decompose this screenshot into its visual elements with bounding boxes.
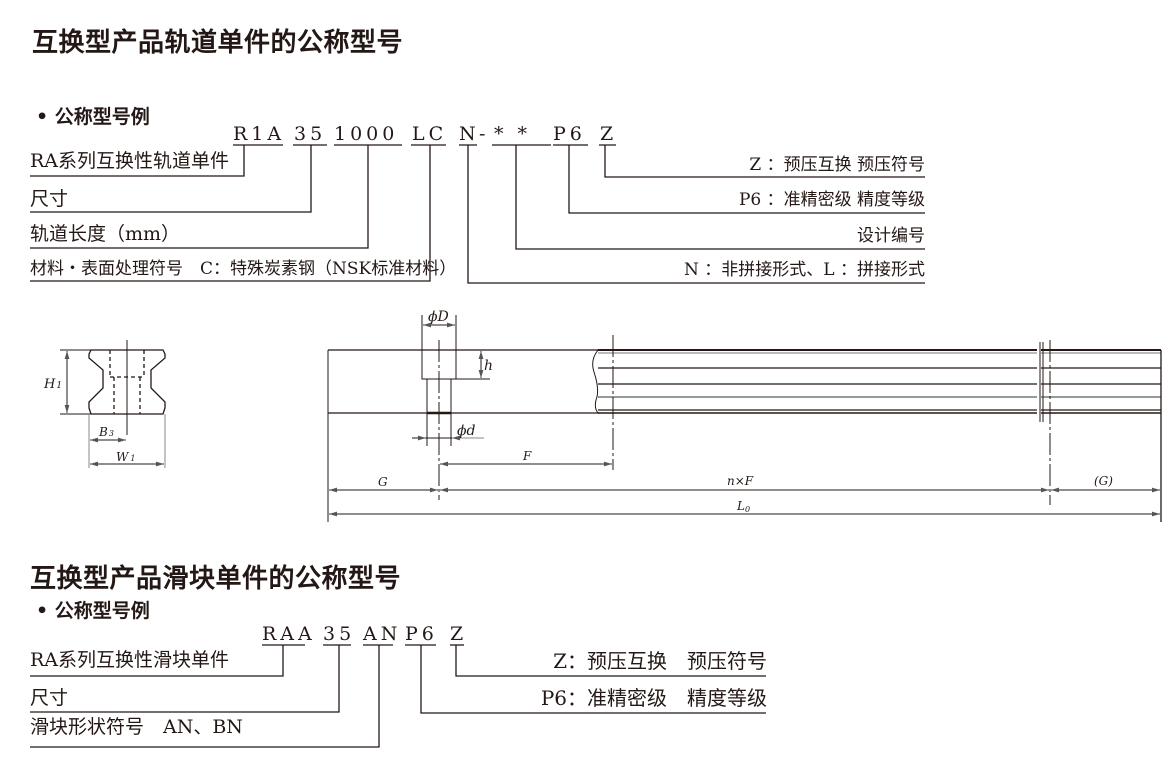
leader-block-size: [30, 645, 340, 713]
rail-code-series: R1A: [233, 123, 286, 145]
dim-label-G: G: [378, 475, 388, 489]
dim-label-F: F: [522, 449, 532, 463]
leader-accuracy: [568, 145, 925, 214]
rail-example-label: • 公称型号例: [36, 106, 150, 128]
rail-code-material: LC: [412, 123, 448, 145]
dim-label-phid: ϕd: [457, 423, 476, 439]
leader-block-series: [30, 645, 284, 677]
block-label-preload: Z：预压互换 预压符号: [553, 649, 767, 673]
rail-label-accuracy: P6 ：准精密级 精度等级: [738, 190, 925, 210]
leader-block-accuracy: [420, 645, 766, 714]
rail-label-length: 轨道长度（mm）: [30, 223, 181, 245]
rail-profile: [88, 349, 166, 415]
rail-label-material: 材料・表面处理符号 C：特殊炭素钢（NSK标准材料）: [30, 259, 457, 279]
rail-label-joint: N ：非拼接形式、L ：拼接形式: [684, 260, 925, 280]
block-label-size: 尺寸: [30, 687, 69, 709]
dim-label-G-paren: (G): [1094, 474, 1113, 488]
block-code-leaders: [30, 644, 766, 748]
leader-length: [30, 145, 369, 249]
block-code-preload: Z: [450, 623, 468, 645]
dim-label-H1: H1: [43, 377, 62, 392]
dim-label-nF: n×F: [727, 474, 754, 488]
dim-label-B3: B3: [98, 425, 114, 439]
block-label-shape: 滑块形状符号 AN、BN: [30, 716, 243, 738]
leader-joint: [467, 145, 925, 284]
dim-label-L0: L0: [736, 499, 750, 514]
rail-code-dash: -: [479, 123, 490, 145]
rail-code-joint: N: [459, 123, 480, 145]
rail-section-title: 互换型产品轨道单件的公称型号: [32, 28, 404, 58]
leader-size: [30, 145, 312, 213]
leader-design: [515, 145, 925, 250]
block-label-accuracy: P6：准精密级 精度等级: [540, 686, 767, 710]
rail-label-size: 尺寸: [30, 188, 69, 210]
leader-preload: [604, 145, 925, 178]
block-example-label: • 公称型号例: [36, 600, 150, 622]
rail-label-preload: Z ：预压互换 预压符号: [749, 155, 925, 175]
leader-block-preload: [455, 645, 766, 677]
block-label-series: RA系列互换性滑块单件: [30, 649, 230, 671]
rail-label-design: 设计编号: [857, 226, 925, 246]
rail-code-design: * *: [494, 123, 532, 145]
block-code-shape: AN: [363, 623, 402, 645]
rail-code-length: 1000: [334, 123, 399, 145]
block-section-title: 互换型产品滑块单件的公称型号: [30, 564, 402, 594]
leader-material: [30, 145, 431, 282]
block-code-size: 35: [323, 623, 356, 645]
block-code-series: RAA: [262, 623, 316, 645]
rail-code-leaders: [30, 144, 925, 284]
dim-label-h: h: [484, 358, 493, 374]
rail-code-preload: Z: [600, 123, 618, 145]
dim-label-phiD: ϕD: [428, 309, 449, 325]
rail-label-series: RA系列互换性轨道单件: [30, 150, 230, 172]
rail-code-size: 35: [294, 123, 327, 145]
block-code-accuracy: P6: [405, 623, 438, 645]
leader-block-shape: [30, 645, 380, 748]
rail-side-view: [327, 315, 1162, 522]
rail-cross-section: [60, 340, 166, 468]
leader-series: [30, 145, 245, 177]
rail-code-accuracy: P6: [553, 123, 586, 145]
